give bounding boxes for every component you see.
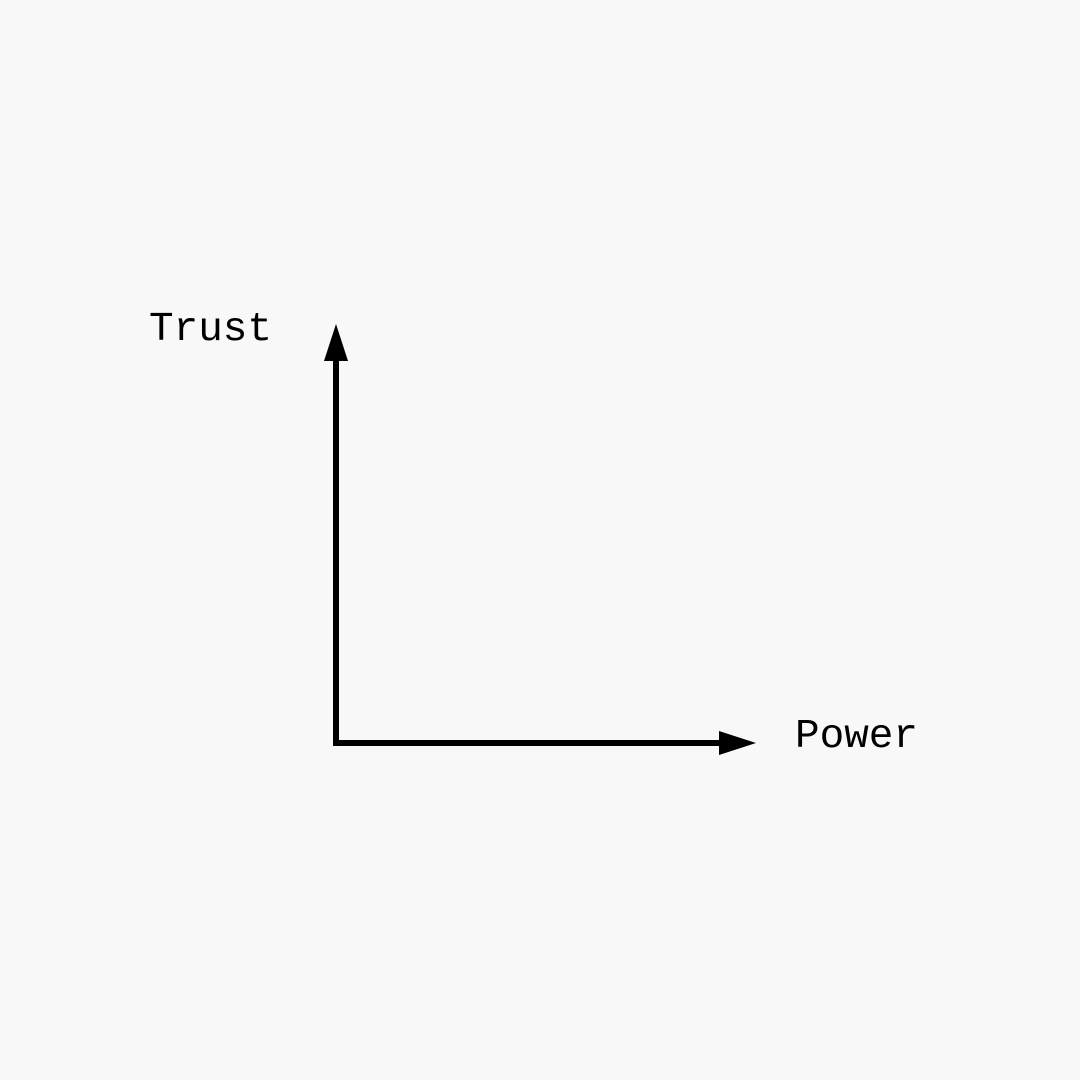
x-axis-arrowhead — [719, 731, 756, 755]
y-axis-label: Trust — [149, 307, 272, 353]
x-axis-label: Power — [795, 714, 918, 760]
y-axis-arrowhead — [324, 324, 348, 361]
